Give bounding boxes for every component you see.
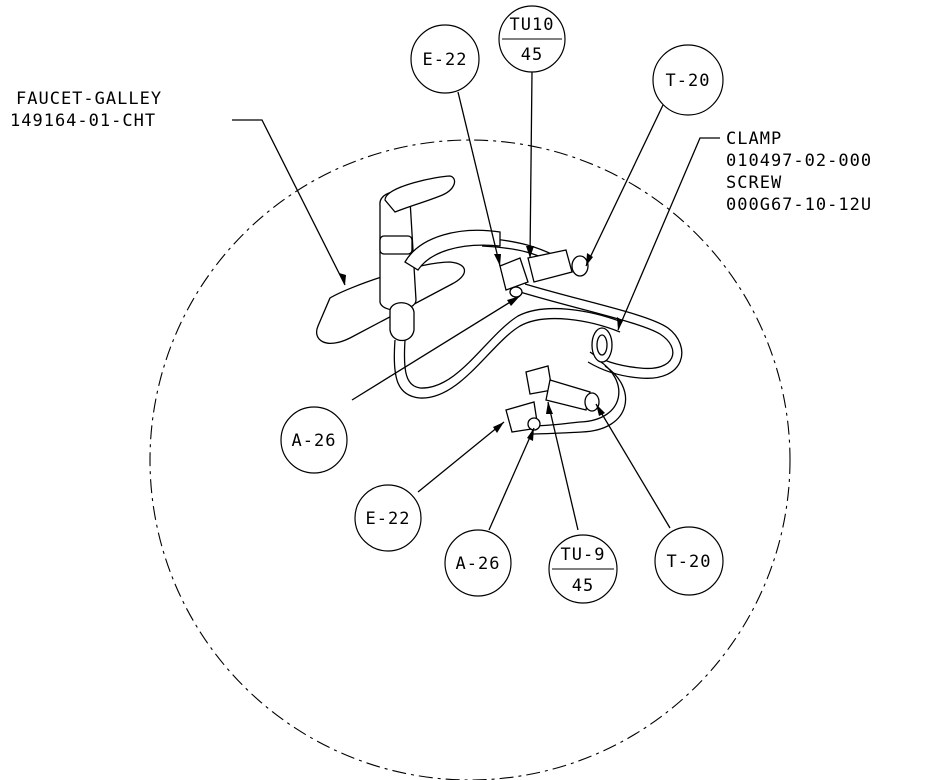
balloon-label-lower: 45 (572, 576, 594, 596)
balloon-t20-bottom: T-20 (654, 526, 724, 596)
balloon-tu9-bottom: TU-9 45 (548, 534, 618, 604)
detail-boundary-circle (149, 139, 791, 780)
balloon-label: A-26 (456, 554, 501, 574)
screw-part-number: 000G67-10-12U (726, 195, 872, 215)
faucet-name-label: FAUCET-GALLEY (16, 89, 162, 109)
balloon-a26-left: A-26 (280, 406, 348, 474)
balloon-label: T-20 (667, 552, 712, 572)
balloon-label: T-20 (666, 71, 711, 91)
faucet-illustration (316, 175, 683, 435)
balloon-e22-bottom: E-22 (354, 484, 422, 552)
balloon-t20-top: T-20 (652, 44, 724, 116)
balloon-a26-bottom: A-26 (444, 529, 512, 597)
balloon-label: E-22 (423, 50, 468, 70)
balloon-e22-top: E-22 (410, 24, 480, 94)
balloon-label: E-22 (366, 509, 411, 529)
clamp-part-number: 010497-02-000 (726, 151, 872, 171)
leader-lines (232, 71, 720, 531)
screw-name-label: SCREW (726, 173, 782, 193)
balloon-label-upper: TU10 (510, 15, 555, 35)
balloon-label-upper: TU-9 (561, 545, 606, 565)
balloon-label-lower: 45 (521, 45, 543, 65)
balloon-tu10-top: TU10 45 (498, 5, 566, 73)
clamp-name-label: CLAMP (726, 129, 782, 149)
balloon-label: A-26 (292, 431, 337, 451)
faucet-part-number: 149164-01-CHT (10, 111, 156, 131)
